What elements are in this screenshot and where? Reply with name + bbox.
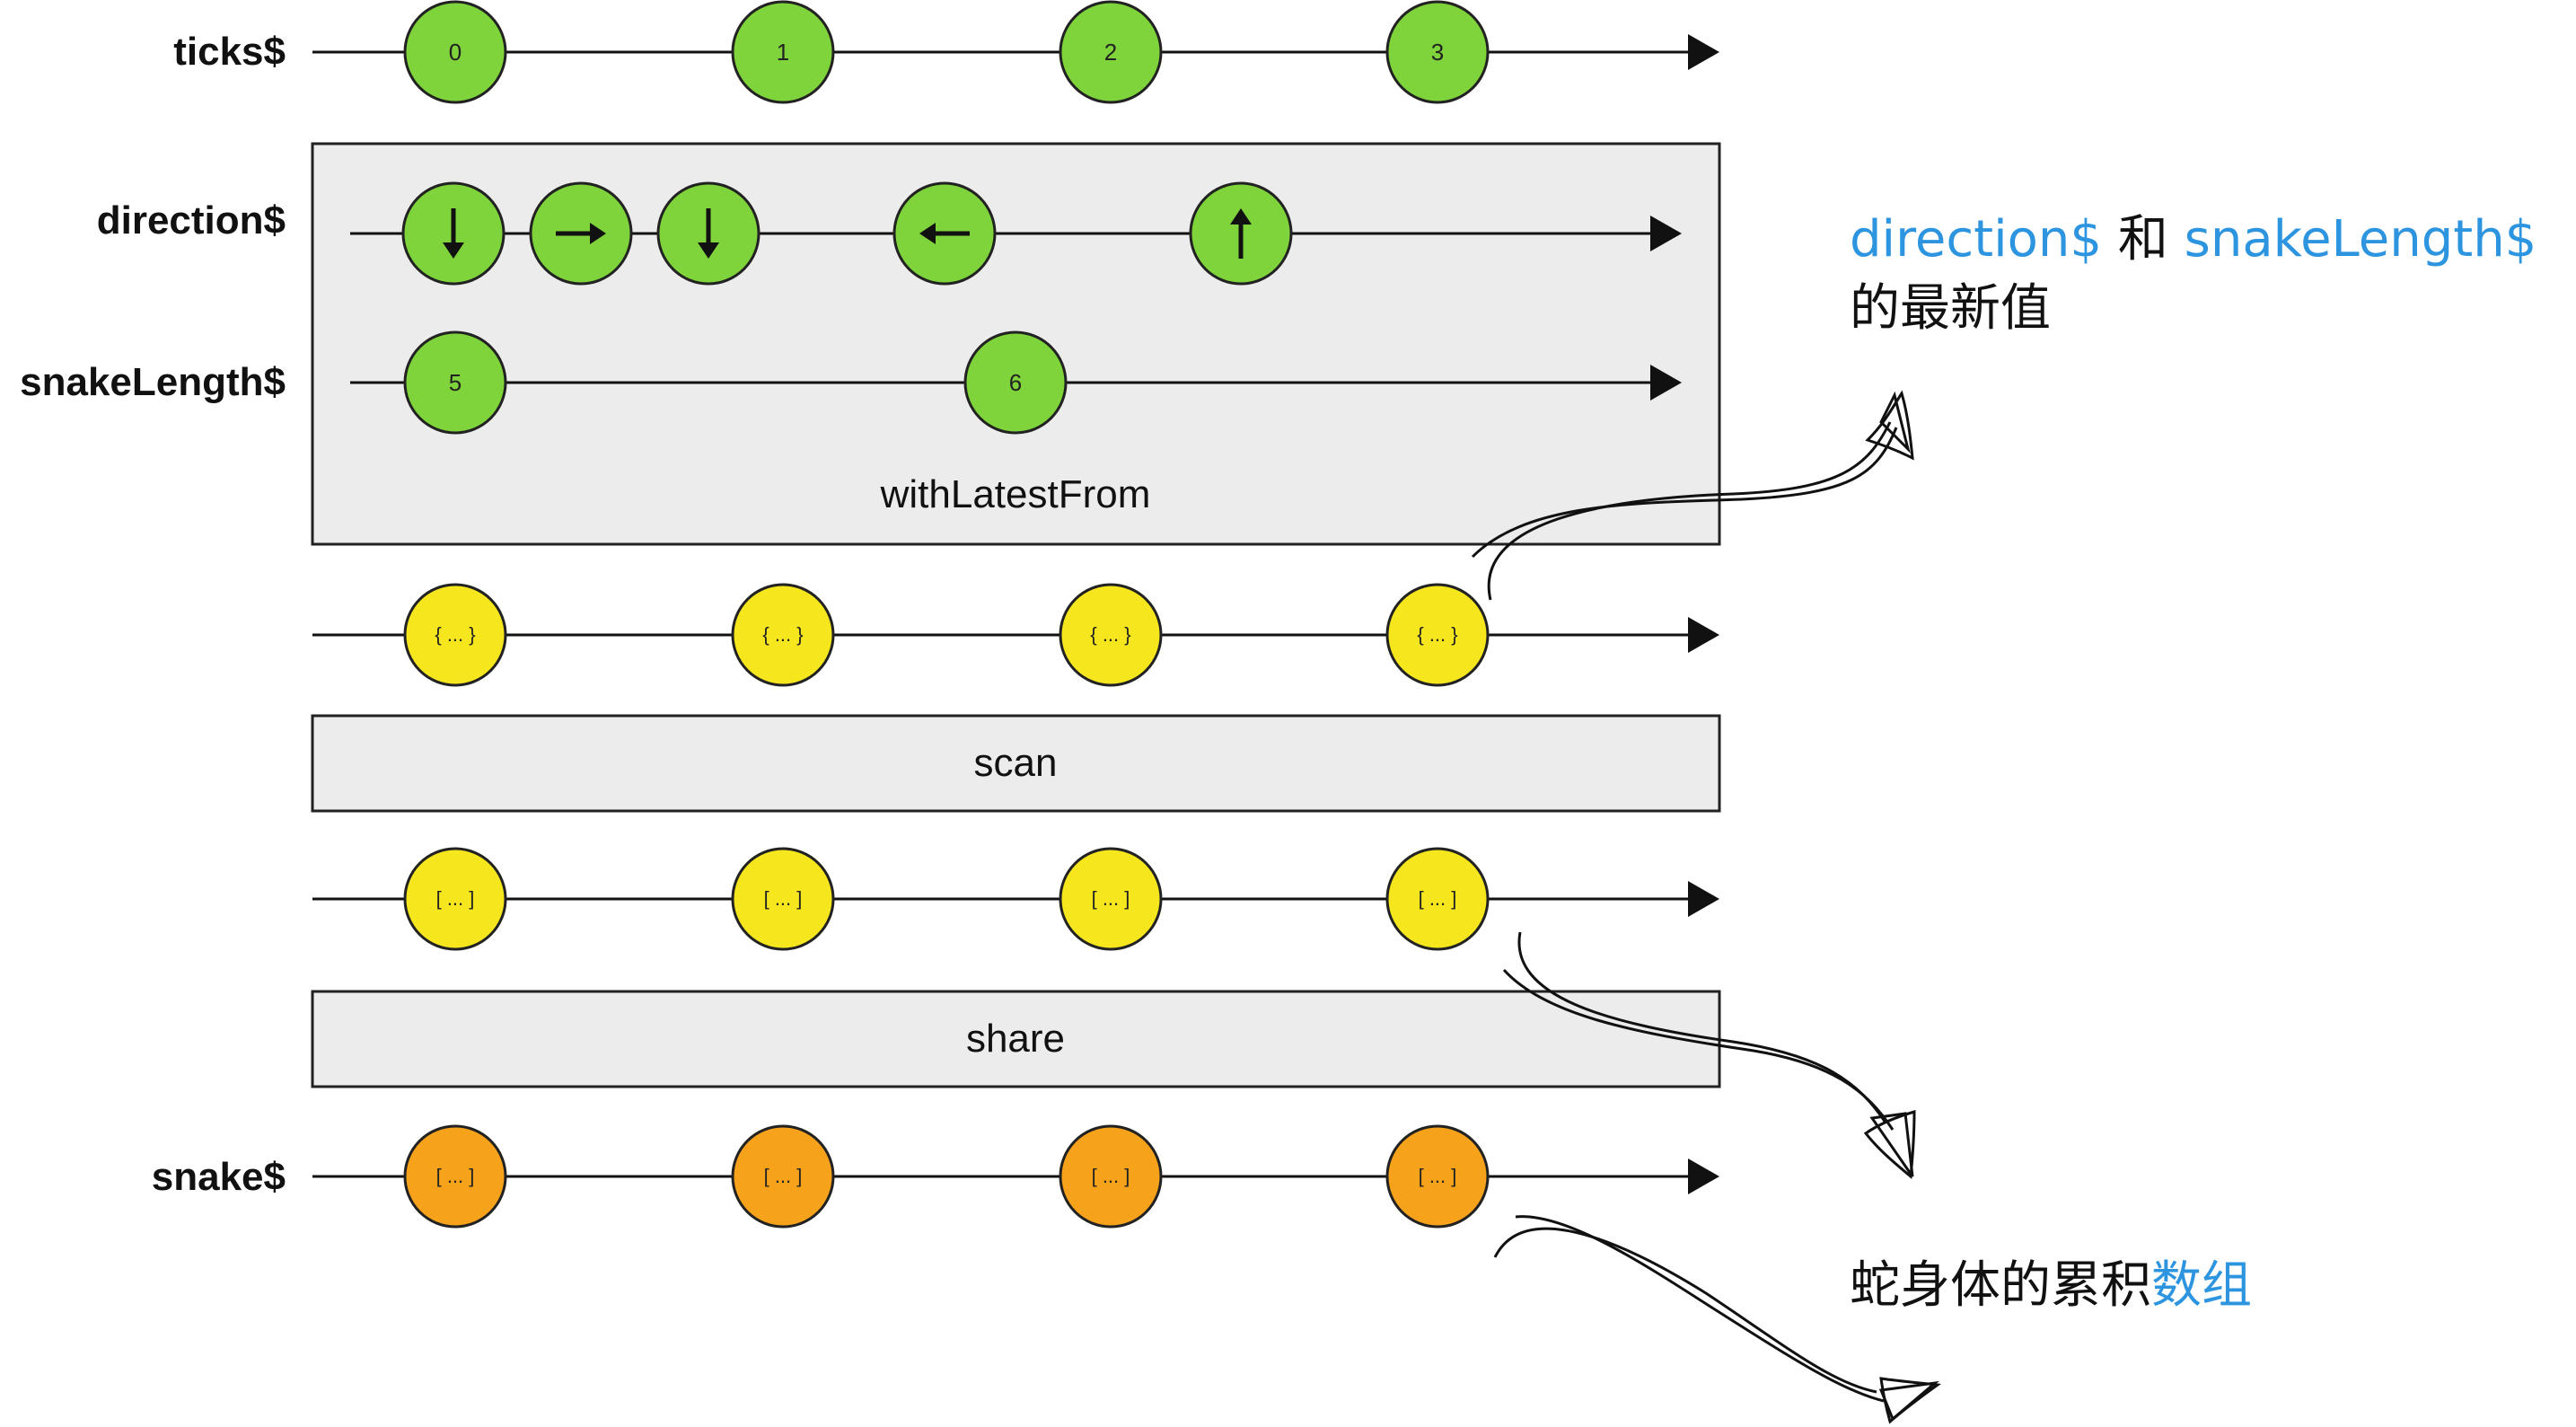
snake-marble: [ ... ] — [1059, 1124, 1163, 1229]
snake-marble: [ ... ] — [403, 1124, 507, 1229]
down-arrow-icon — [401, 181, 506, 286]
ticks-marble: 3 — [1385, 0, 1490, 104]
annotation-arrow-scan — [1502, 931, 1916, 1179]
svg-text:6: 6 — [1009, 369, 1022, 396]
ticks-marble: 2 — [1059, 0, 1163, 104]
svg-text:[ ... ]: [ ... ] — [436, 1165, 475, 1187]
ticks-arrowhead — [1688, 34, 1719, 70]
combined-marble: { ... } — [1385, 583, 1490, 687]
svg-text:[ ... ]: [ ... ] — [764, 887, 803, 910]
combined-marble: { ... } — [403, 583, 507, 687]
share-operator-box — [311, 990, 1721, 1088]
annotation-arrow-latest — [1471, 390, 1914, 601]
svg-text:[ ... ]: [ ... ] — [764, 1165, 803, 1187]
combined-arrowhead — [1688, 617, 1719, 653]
ticks-label: ticks$ — [173, 30, 286, 74]
svg-text:{ ... }: { ... } — [1090, 623, 1130, 646]
svg-text:[ ... ]: [ ... ] — [1419, 887, 1457, 910]
snake-arrowhead — [1688, 1158, 1719, 1194]
down-arrow-icon — [656, 181, 760, 286]
snake-marble: [ ... ] — [731, 1124, 835, 1229]
snake-marble: [ ... ] — [1385, 1124, 1490, 1229]
left-arrow-icon — [892, 181, 997, 286]
svg-text:3: 3 — [1431, 39, 1444, 66]
scanned-marble: [ ... ] — [1385, 847, 1490, 951]
scanned-marble: [ ... ] — [731, 847, 835, 951]
annotation-arrow-share — [1493, 1215, 1942, 1424]
note-latest-line2: 的最新值 — [1850, 279, 2051, 338]
note-latest-line1: direction$ 和 snakeLength$ — [1850, 210, 2536, 269]
svg-text:[ ... ]: [ ... ] — [436, 887, 475, 910]
ticks-marble: 0 — [403, 0, 507, 104]
combined-marble: { ... } — [1059, 583, 1163, 687]
snakelength-arrowhead — [1650, 365, 1682, 401]
share-label: share — [966, 1017, 1065, 1061]
scan-operator-box — [311, 714, 1721, 813]
svg-text:[ ... ]: [ ... ] — [1419, 1165, 1457, 1187]
svg-text:1: 1 — [777, 39, 789, 66]
direction-arrowhead — [1650, 216, 1682, 251]
scanned-marble: [ ... ] — [1059, 847, 1163, 951]
scanned-arrowhead — [1688, 881, 1719, 917]
right-arrow-icon — [529, 181, 633, 286]
svg-text:{ ... }: { ... } — [1417, 623, 1457, 646]
withlatestfrom-label: withLatestFrom — [880, 472, 1151, 516]
scan-label: scan — [974, 741, 1058, 785]
svg-text:0: 0 — [449, 39, 462, 66]
svg-text:5: 5 — [449, 369, 462, 396]
combined-marble: { ... } — [731, 583, 835, 687]
note-accum: 蛇身体的累积数组 — [1850, 1256, 2252, 1315]
svg-text:{ ... }: { ... } — [435, 623, 475, 646]
direction-label: direction$ — [97, 198, 286, 242]
ticks-marble: 1 — [731, 0, 835, 104]
svg-text:{ ... }: { ... } — [762, 623, 803, 646]
svg-text:[ ... ]: [ ... ] — [1092, 887, 1130, 910]
snakelength-label: snakeLength$ — [20, 360, 286, 404]
up-arrow-icon — [1189, 181, 1293, 286]
scanned-marble: [ ... ] — [403, 847, 507, 951]
svg-text:2: 2 — [1104, 39, 1117, 66]
snake-label: snake$ — [152, 1155, 286, 1199]
svg-text:[ ... ]: [ ... ] — [1092, 1165, 1130, 1187]
snakelength-marble: 6 — [963, 330, 1068, 435]
snakelength-marble: 5 — [403, 330, 507, 435]
